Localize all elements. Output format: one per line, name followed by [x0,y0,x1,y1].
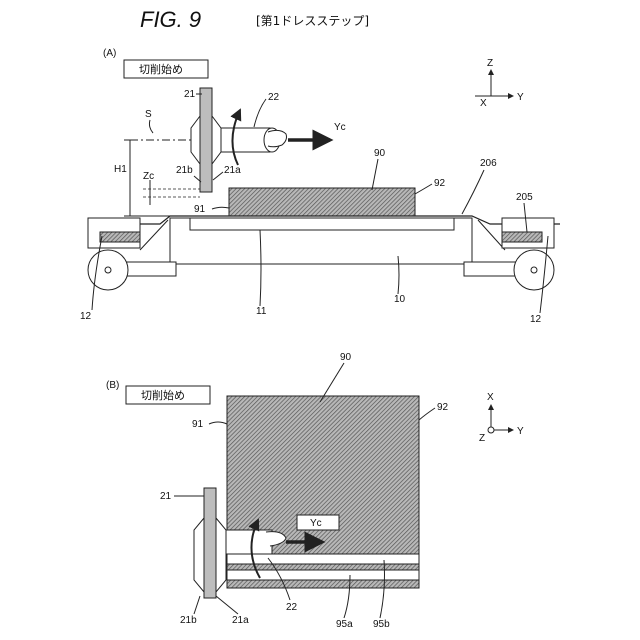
panel-a: (A) 切削始め Z X Y S H1 Zc [80,48,560,325]
panel-b-label-21b: 21b [180,615,197,626]
panel-a-axis-z: Z [487,58,493,69]
panel-b-label-95a: 95a [336,619,353,630]
clamp-right [464,218,554,290]
figure-title: FIG. 9 [140,7,201,32]
panel-a-axis-x: X [480,98,487,109]
panel-a-label-90: 90 [374,148,386,159]
panel-a-label-21b: 21b [176,165,193,176]
panel-b-label-91: 91 [192,419,204,430]
workpiece-90 [229,188,415,216]
panel-b-label-22: 22 [286,602,298,613]
panel-a-label-205: 205 [516,192,533,203]
panel-b-axis-y: Y [517,426,524,437]
spindle-22 [218,128,287,152]
cut-groove-95b [227,554,419,564]
label-h1: H1 [114,164,127,175]
panel-a-label-10: 10 [394,294,406,305]
panel-b-label-95b: 95b [373,619,390,630]
panel-a-label-21a: 21a [224,165,241,176]
panel-b: (B) 切削始め X Z Y 90 91 92 [106,352,524,630]
figure-subtitle: [第1ドレスステップ] [256,14,369,28]
panel-a-label-12-right: 12 [530,314,542,325]
panel-b-axis-z: Z [479,433,485,444]
label-zc: Zc [143,171,154,182]
panel-a-label-22: 22 [268,92,280,103]
panel-b-label-21: 21 [160,491,172,502]
panel-a-label-91: 91 [194,204,206,215]
panel-b-label-92: 92 [437,402,449,413]
panel-a-axes: Z X Y [475,58,524,109]
panel-b-label-yc: Yc [310,518,322,529]
panel-b-label-21a: 21a [232,615,249,626]
holding-surface-11 [190,218,454,230]
panel-b-axes: X Z Y [479,392,524,444]
panel-a-axis-y: Y [517,92,524,103]
panel-b-label: (B) [106,380,119,391]
panel-a-label-11: 11 [256,306,267,317]
panel-a-label-21: 21 [184,89,196,100]
panel-a-stage-text: 切削始め [139,62,183,76]
panel-a-label-12-left: 12 [80,311,92,322]
panel-a-label: (A) [103,48,116,59]
panel-a-label-206: 206 [480,158,497,169]
label-s: S [145,109,152,120]
clamp-left [88,218,176,290]
panel-b-axis-x: X [487,392,494,403]
panel-b-label-90: 90 [340,352,352,363]
blade-21 [191,88,221,192]
panel-a-label-yc: Yc [334,122,346,133]
panel-a-label-92: 92 [434,178,446,189]
panel-b-stage-text: 切削始め [141,388,185,402]
blade-21-top [194,488,226,598]
